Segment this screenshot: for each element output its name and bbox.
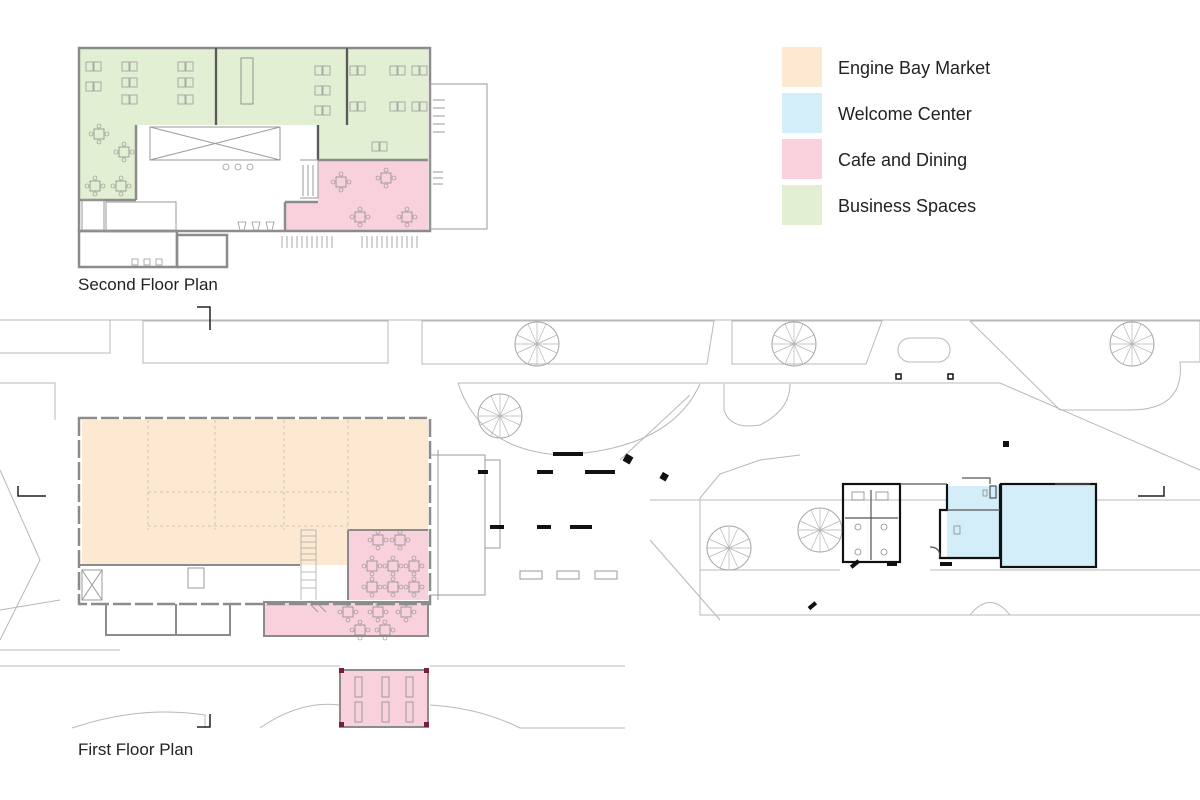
legend-swatch [782, 93, 822, 133]
business-space-zone [80, 125, 136, 200]
legend-label: Cafe and Dining [838, 150, 968, 170]
second-floor-plan [77, 46, 488, 269]
first-floor-plan-title: First Floor Plan [78, 740, 194, 759]
business-space-zone [217, 49, 347, 125]
business-space-zone [348, 49, 428, 125]
first-floor-plan [77, 373, 1009, 728]
legend-label: Business Spaces [838, 196, 977, 216]
outdoor-dining-zone [340, 670, 428, 727]
legend-label: Welcome Center [838, 104, 972, 124]
legend-label: Engine Bay Market [838, 58, 991, 78]
legend-swatch [782, 139, 822, 179]
legend-item-engine-bay-market: Engine Bay Market [782, 47, 1042, 87]
legend-swatch [782, 47, 822, 87]
welcome-center-building [841, 477, 1098, 569]
business-space-zone [318, 118, 428, 160]
second-floor-plan-title: Second Floor Plan [78, 275, 218, 294]
legend-swatch [782, 185, 822, 225]
section-markers [17, 306, 1165, 728]
legend: Engine Bay Market Welcome Center Cafe an… [782, 47, 1042, 231]
legend-item-business-spaces: Business Spaces [782, 185, 1042, 225]
legend-item-cafe-and-dining: Cafe and Dining [782, 139, 1042, 179]
welcome-center-zone [1001, 485, 1096, 567]
legend-item-welcome-center: Welcome Center [782, 93, 1042, 133]
cafe-dining-zone [285, 160, 428, 230]
business-space-zone [80, 49, 216, 125]
welcome-center-zone [947, 486, 1000, 558]
